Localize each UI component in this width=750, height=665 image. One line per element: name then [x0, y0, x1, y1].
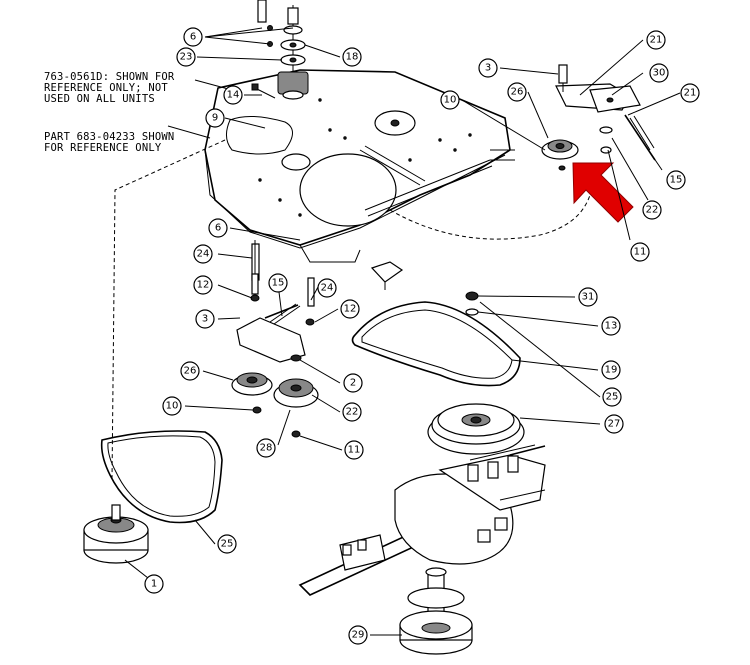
svg-text:28: 28: [260, 443, 273, 454]
callout-24-left: 24: [193, 244, 213, 264]
pulley-29: [399, 567, 473, 655]
svg-text:10: 10: [166, 401, 179, 412]
svg-text:6: 6: [215, 223, 221, 234]
callout-13: 13: [601, 316, 621, 336]
svg-text:26: 26: [184, 366, 197, 377]
note-763-0561d: 763-0561D: SHOWN FOR REFERENCE ONLY; NOT…: [44, 71, 175, 105]
transaxle: [298, 444, 546, 596]
pulley-27: [427, 403, 525, 455]
callout-2: 2: [343, 373, 363, 393]
callout-25-left: 25: [217, 534, 237, 554]
svg-text:25: 25: [606, 392, 619, 403]
callout-29: 29: [348, 625, 368, 645]
callout-12-left: 12: [193, 275, 213, 295]
svg-text:21: 21: [684, 88, 697, 99]
callout-23: 23: [176, 47, 196, 67]
callout-19: 19: [601, 360, 621, 380]
washers-31-13: [465, 291, 479, 316]
svg-text:18: 18: [346, 52, 359, 63]
svg-text:14: 14: [227, 90, 240, 101]
callout-30: 30: [649, 63, 669, 83]
svg-text:30: 30: [653, 68, 666, 79]
pulley-1: [83, 504, 149, 564]
note-683-04233: PART 683-04233 SHOWN FOR REFERENCE ONLY: [44, 131, 175, 154]
callout-bubbles: 6 23 18 14 9 3 26 10 21 30 21 15 22 11 6…: [144, 27, 700, 645]
callout-25-mid: 25: [602, 387, 622, 407]
callout-10-right: 10: [440, 90, 460, 110]
callout-28: 28: [256, 438, 276, 458]
callout-15-right: 15: [666, 170, 686, 190]
callout-3-right: 3: [478, 58, 498, 78]
svg-text:6: 6: [190, 32, 196, 43]
callout-26-right: 26: [507, 82, 527, 102]
svg-text:13: 13: [605, 321, 618, 332]
svg-text:11: 11: [348, 445, 361, 456]
callout-31: 31: [578, 287, 598, 307]
svg-text:19: 19: [605, 365, 618, 376]
callout-6-left: 6: [208, 218, 228, 238]
svg-text:15: 15: [272, 278, 285, 289]
callout-9: 9: [205, 108, 225, 128]
callout-10-left: 10: [162, 396, 182, 416]
svg-text:9: 9: [212, 113, 218, 124]
right-idler-assembly: [541, 64, 656, 171]
callout-26-left: 26: [180, 361, 200, 381]
callout-1: 1: [144, 574, 164, 594]
svg-text:11: 11: [634, 247, 647, 258]
idler-bracket-left: [236, 240, 315, 363]
callout-14: 14: [223, 85, 243, 105]
callout-21-mid: 21: [680, 83, 700, 103]
idler-pulleys-left: [231, 372, 319, 438]
svg-text:25: 25: [221, 539, 234, 550]
callout-22-right: 22: [642, 200, 662, 220]
svg-text:21: 21: [650, 35, 663, 46]
svg-text:3: 3: [485, 63, 491, 74]
svg-text:2: 2: [350, 378, 356, 389]
svg-text:15: 15: [670, 175, 683, 186]
svg-text:22: 22: [646, 205, 659, 216]
callout-6-top: 6: [183, 27, 203, 47]
svg-text:31: 31: [582, 292, 595, 303]
drive-belt-19: [351, 301, 521, 387]
callout-22-mid: 22: [342, 402, 362, 422]
callout-27: 27: [604, 414, 624, 434]
svg-text:27: 27: [608, 419, 621, 430]
svg-text:24: 24: [321, 283, 334, 294]
callout-3-left: 3: [195, 309, 215, 329]
svg-text:12: 12: [344, 304, 357, 315]
svg-text:10: 10: [444, 95, 457, 106]
deck-plate: [204, 69, 515, 263]
callout-15-mid: 15: [268, 273, 288, 293]
red-pointer-arrow: [572, 162, 634, 223]
svg-text:12: 12: [197, 280, 210, 291]
callout-21-top: 21: [646, 30, 666, 50]
small-bracket: [370, 261, 404, 290]
idler-stack-top: [251, 0, 309, 100]
callout-11-right: 11: [630, 242, 650, 262]
leader-lines: [124, 27, 681, 636]
callout-18: 18: [342, 47, 362, 67]
idler-swing-path: [389, 194, 591, 240]
svg-text:1: 1: [151, 579, 157, 590]
callout-12-mid: 12: [340, 299, 360, 319]
svg-text:26: 26: [511, 87, 524, 98]
svg-text:22: 22: [346, 407, 359, 418]
svg-text:3: 3: [202, 314, 208, 325]
svg-text:23: 23: [180, 52, 193, 63]
callout-11-mid: 11: [344, 440, 364, 460]
belt-route-left: [111, 139, 226, 481]
svg-text:24: 24: [197, 249, 210, 260]
drive-belt-25-left: [100, 430, 223, 524]
callout-24-mid: 24: [317, 278, 337, 298]
svg-text:29: 29: [352, 630, 365, 641]
